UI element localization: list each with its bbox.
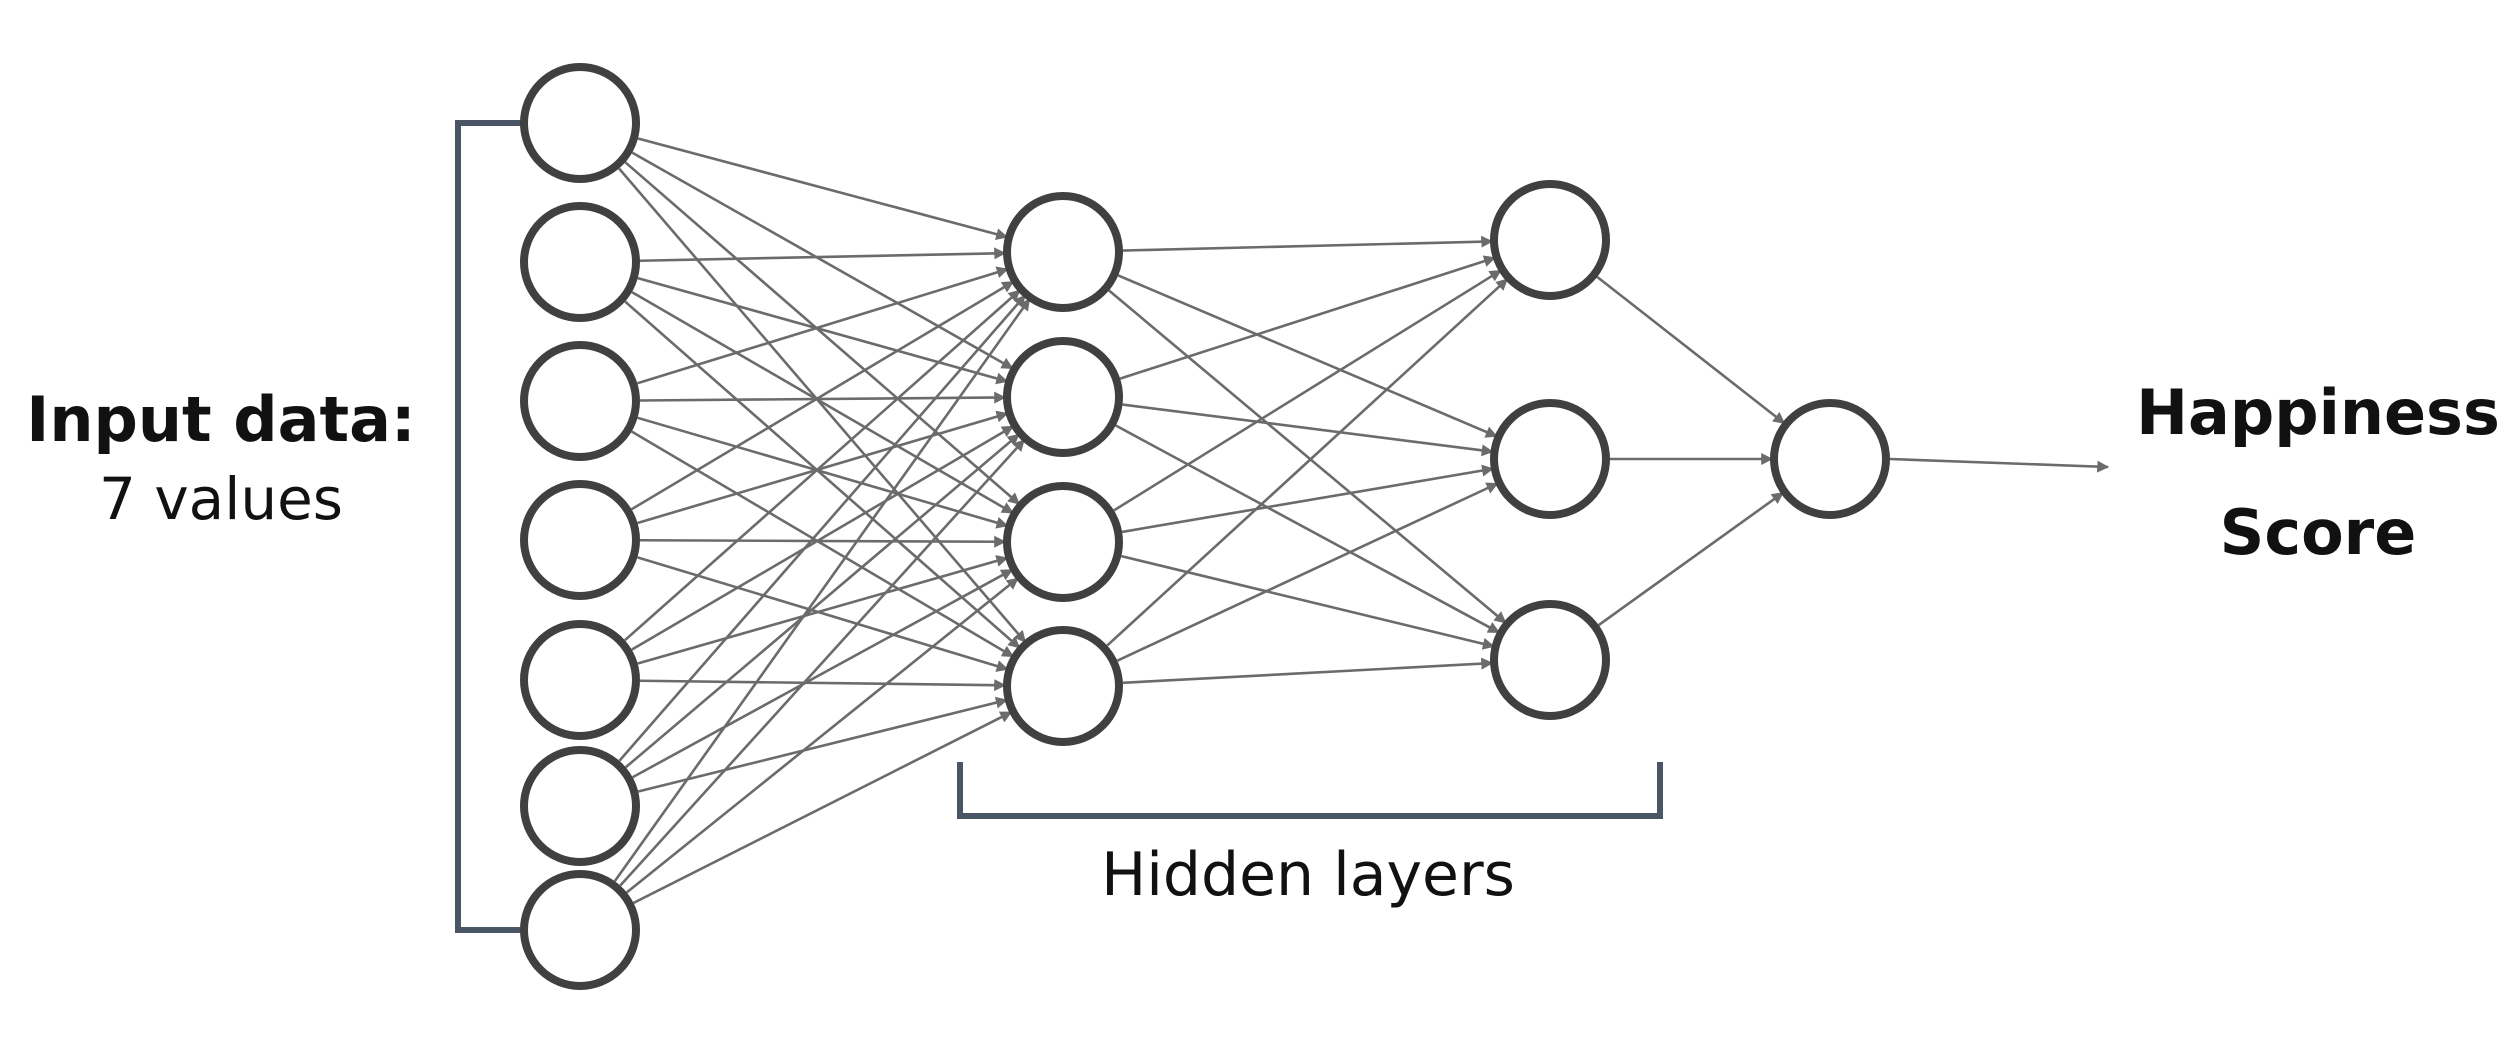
connection-l2-n1-to-n1 (1122, 235, 1494, 252)
output-arrow (1889, 457, 2110, 473)
connection-l1-n1-to-n1 (637, 137, 1009, 241)
connection-l2-n2-to-n1 (1119, 255, 1496, 380)
connection-l3-n1-to-n1 (1596, 275, 1786, 425)
connection-l1-n3-to-n4 (631, 430, 1015, 658)
connection-l2-n3-to-n1 (1113, 269, 1502, 512)
connection-l2-n4-to-n2 (1116, 482, 1499, 662)
output-label-line2: Score (2219, 496, 2417, 569)
connection-l1-n6-to-n2 (624, 433, 1020, 769)
connection-l1-n4-to-n1 (630, 280, 1015, 511)
connection-l1-n6-to-n1 (618, 294, 1026, 762)
input-node-layer1-1 (520, 63, 640, 183)
connection-l1-n6-to-n3 (632, 568, 1014, 779)
connection-l2-n2-to-n3 (1115, 424, 1501, 634)
connection-l1-n3-to-n3 (637, 416, 1009, 529)
connection-l1-n2-to-n2 (637, 276, 1009, 385)
connection-l1-n4-to-n3 (639, 535, 1007, 548)
input-node-layer1-5 (520, 620, 640, 740)
input-node-layer1-7 (520, 870, 640, 990)
connection-l1-n5-to-n3 (637, 555, 1009, 665)
hidden-layers-label: Hidden layers (1101, 840, 1515, 910)
connection-l1-n6-to-n4 (637, 696, 1008, 793)
connection-l1-n7-to-n4 (632, 710, 1013, 905)
connection-l1-n1-to-n4 (618, 167, 1027, 643)
connection-l1-n2-to-n3 (631, 290, 1014, 515)
connection-l1-n2-to-n4 (624, 300, 1021, 649)
input-node-layer1-3 (520, 341, 640, 461)
connection-l1-n5-to-n4 (639, 679, 1007, 692)
input-data-subtitle: 7 values (99, 465, 343, 533)
connection-l2-n2-to-n2 (1122, 403, 1494, 457)
connection-l1-n1-to-n3 (624, 161, 1021, 505)
connection-l2-n1-to-n3 (1108, 289, 1507, 624)
connection-l1-n7-to-n2 (619, 439, 1026, 887)
hidden-layers-bracket (957, 762, 1663, 819)
connection-l1-n4-to-n2 (637, 410, 1009, 525)
connection-l1-n5-to-n1 (624, 289, 1021, 642)
input-node-layer1-2 (520, 202, 640, 322)
connection-l1-n1-to-n2 (631, 151, 1014, 370)
connection-l1-n7-to-n1 (613, 298, 1031, 882)
hidden-node-layer3-1 (1490, 180, 1610, 300)
input-node-layer1-6 (520, 746, 640, 866)
connection-l3-n3-to-n1 (1597, 491, 1784, 627)
hidden-node-layer3-3 (1490, 600, 1610, 720)
connection-l1-n7-to-n3 (625, 577, 1019, 894)
hidden-node-layer2-1 (1003, 192, 1123, 312)
hidden-node-layer2-4 (1003, 626, 1123, 746)
input-bracket (455, 120, 525, 933)
connection-l1-n3-to-n1 (636, 266, 1009, 385)
hidden-node-layer2-2 (1003, 337, 1123, 457)
connection-l2-n3-to-n3 (1121, 554, 1495, 650)
output-node-layer4-1 (1770, 399, 1890, 519)
input-node-layer1-4 (520, 480, 640, 600)
connection-l2-n4-to-n3 (1122, 657, 1494, 685)
connection-l2-n1-to-n2 (1117, 274, 1498, 438)
connection-l1-n5-to-n2 (631, 425, 1014, 651)
hidden-node-layer2-3 (1003, 482, 1123, 602)
input-data-title: Input data: (26, 383, 416, 456)
output-label-line1: Happiness (2136, 376, 2500, 449)
connection-l1-n2-to-n1 (639, 247, 1007, 263)
hidden-node-layer3-2 (1490, 399, 1610, 519)
connection-l1-n3-to-n2 (639, 391, 1007, 404)
connection-l2-n4-to-n1 (1106, 278, 1509, 647)
connection-l2-n3-to-n2 (1121, 464, 1495, 534)
